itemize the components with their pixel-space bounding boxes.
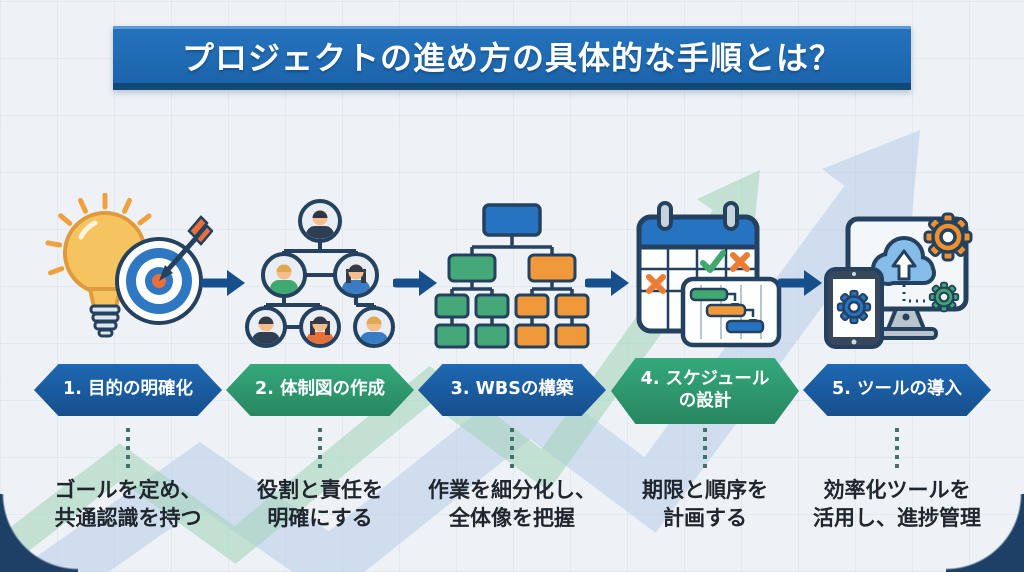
dart-arrow <box>159 215 214 281</box>
gear-icon-orange <box>923 212 973 262</box>
light-rays <box>45 192 152 276</box>
step-column-1: 1. 目的の明確化 ゴールを定め、 共通認識を持つ <box>33 0 223 572</box>
wbs-root-box <box>482 203 542 237</box>
page-title: プロジェクトの進め方の具体的な手順とは？ <box>181 39 842 77</box>
title-banner: プロジェクトの進め方の具体的な手順とは？ <box>113 26 911 90</box>
step-desc-4: 期限と順序を 計画する <box>642 478 768 531</box>
dotted-connector-2 <box>318 428 322 472</box>
gantt-links <box>727 292 755 317</box>
monitor-stand <box>874 307 938 340</box>
step-column-4: 4. スケジュール の設計 期限と順序を 計画する <box>610 0 800 572</box>
dotted-connector-4 <box>703 428 707 472</box>
x-marks <box>646 252 750 294</box>
step-desc-1: ゴールを定め、 共通認識を持つ <box>54 478 202 531</box>
wbs-tree-icon <box>432 197 592 361</box>
gear-icon-green <box>928 281 960 313</box>
cloud-upload-icon <box>871 236 936 286</box>
step-badge-5: 5. ツールの導入 <box>803 364 991 416</box>
flow-arrow-icon-3 <box>583 265 631 305</box>
corner-accent-bottom-left <box>0 494 78 572</box>
step-desc-2: 役割と責任を 明確にする <box>257 478 383 531</box>
gantt-bars <box>689 287 765 334</box>
corner-accent-bottom-right <box>946 494 1024 572</box>
flow-arrow-icon-1 <box>199 265 247 305</box>
wbs-connectors <box>450 235 574 325</box>
step-badge-4: 4. スケジュール の設計 <box>611 358 799 424</box>
step-badge-1: 1. 目的の明確化 <box>34 364 222 416</box>
calendar-header <box>636 214 760 250</box>
step-badge-2: 2. 体制図の作成 <box>226 364 414 416</box>
step-desc-5: 効率化ツールを 活用し、進捗管理 <box>813 478 981 531</box>
step-desc-3: 作業を細分化し、 全体像を把握 <box>428 478 596 531</box>
lightbulb-target-icon <box>43 192 214 357</box>
dotted-connector-1 <box>126 428 130 472</box>
org-people <box>252 210 388 344</box>
step-column-5: 5. ツールの導入 効率化ツールを 活用し、進捗管理 <box>802 0 992 572</box>
dotted-connector-5 <box>895 428 899 472</box>
gear-icon-blue <box>836 289 872 325</box>
org-chart-icon <box>240 193 400 357</box>
check-mark <box>700 250 726 273</box>
dashed-link <box>902 285 926 303</box>
devices-tools-icon <box>812 193 982 357</box>
step-column-3: 3. WBSの構築 作業を細分化し、 全体像を把握 <box>417 0 607 572</box>
calendar-rings <box>657 201 739 231</box>
wbs-orange-branch <box>514 253 590 349</box>
dotted-connector-3 <box>510 428 514 472</box>
step-badge-3: 3. WBSの構築 <box>418 364 606 416</box>
flow-arrow-icon-2 <box>391 265 439 305</box>
flow-arrow-icon-4 <box>776 265 824 305</box>
step-column-2: 2. 体制図の作成 役割と責任を 明確にする <box>225 0 415 572</box>
calendar-gantt-icon <box>625 193 785 357</box>
bulb-base <box>89 304 121 338</box>
wbs-green-branch <box>434 253 510 349</box>
